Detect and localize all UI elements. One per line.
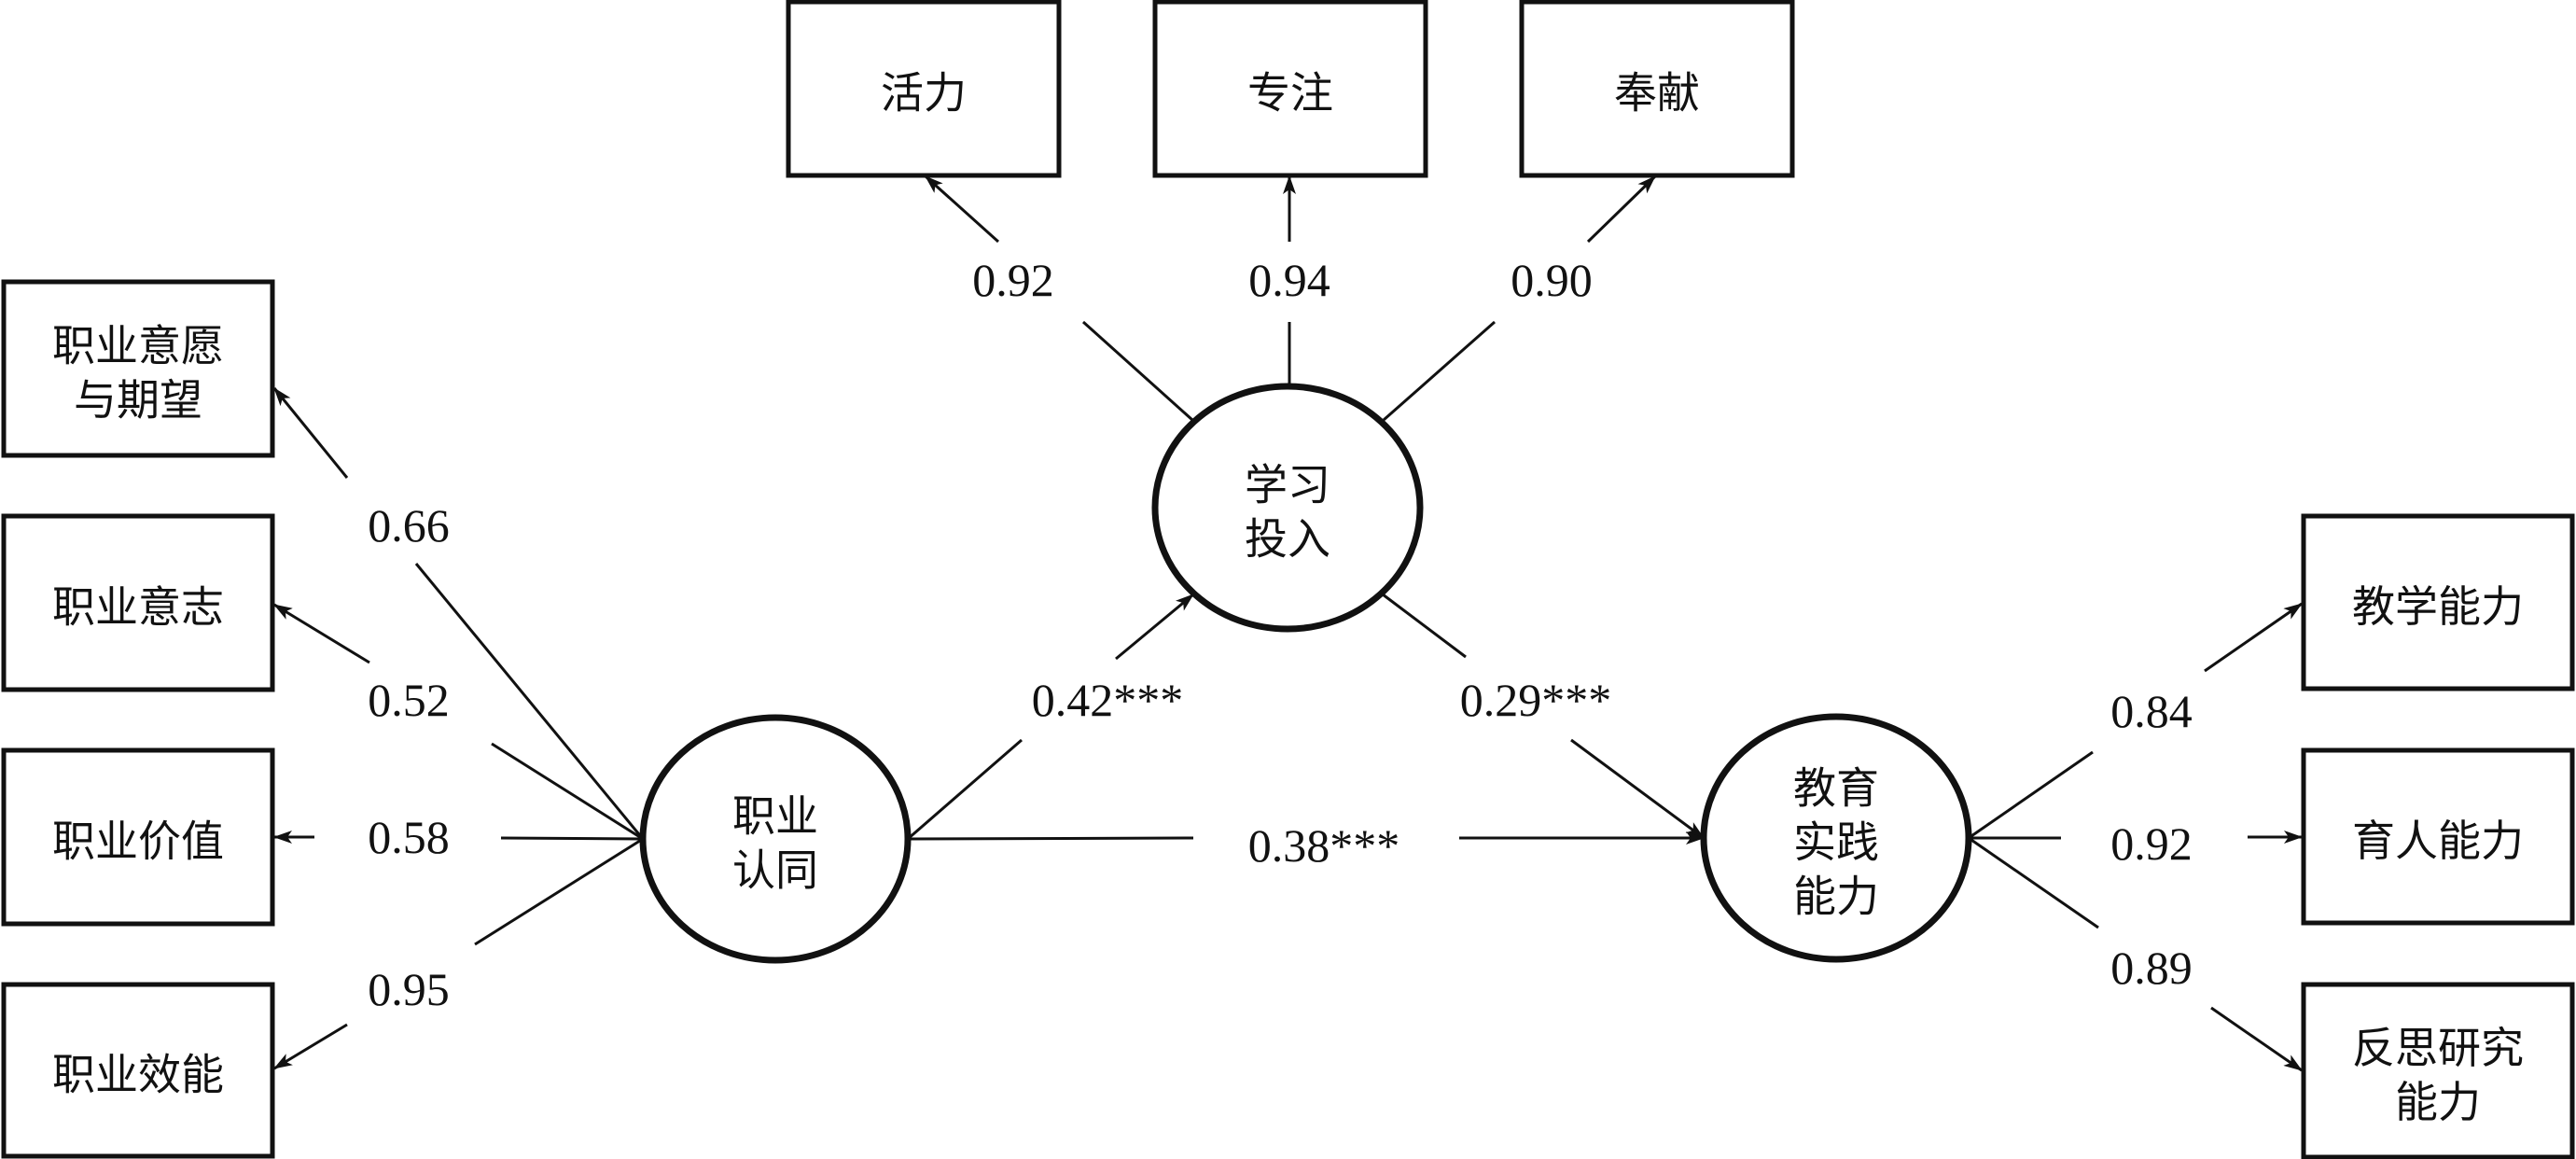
loading-label-0-84: 0.84	[2110, 685, 2193, 737]
loading-label-0-94: 0.94	[1248, 254, 1330, 306]
loading-arrow-0-84	[2204, 602, 2303, 673]
indicator-box-professional-identity-2-label-line: 职业意志	[52, 581, 224, 632]
latent-learning-engagement: 学习投入	[1151, 383, 1424, 633]
loading-label-0-92-vigor: 0.92	[972, 254, 1054, 306]
indicator-box-teaching-practice-2-border	[2301, 747, 2575, 926]
latent-professional-identity-label-line: 职业	[732, 790, 818, 841]
latent-professional-identity-ellipse	[639, 714, 912, 964]
path-arrow-engagement-practice	[1570, 738, 1705, 840]
loading-label-0-52: 0.52	[368, 674, 450, 726]
loading-label-0-95: 0.95	[368, 963, 450, 1015]
indicator-box-professional-identity-1-label: 职业意愿与期望	[52, 320, 224, 425]
path-line-identity-practice	[907, 836, 1194, 841]
loading-label-0-89: 0.89	[2110, 942, 2193, 994]
indicator-box-professional-identity-2-label: 职业意志	[52, 581, 224, 632]
indicator-box-professional-identity-3-border	[1, 747, 275, 927]
latent-learning-engagement-label-line: 投入	[1245, 513, 1330, 564]
latent-learning-engagement-ellipse	[1151, 383, 1424, 633]
loading-arrow-0-89	[2210, 1006, 2303, 1072]
loading-line-0-89	[1968, 836, 2099, 929]
indicator-box-professional-identity-1-border	[1, 279, 275, 458]
path-line-identity-engagement	[907, 738, 1023, 841]
indicator-box-teaching-practice-3-border	[2301, 982, 2575, 1159]
indicator-box-professional-identity-1-label-line: 职业意愿	[52, 320, 224, 370]
path-coefficient-0-42: 0.42***	[1032, 674, 1184, 726]
indicator-box-teaching-practice-3-label: 反思研究能力	[2352, 1023, 2524, 1127]
indicator-box-teaching-practice-1: 教学能力	[2301, 513, 2575, 691]
indicator-box-learning-engagement-3-border	[1519, 0, 1795, 178]
indicator-box-learning-engagement-3-label-line: 奉献	[1614, 67, 1700, 118]
indicator-box-learning-engagement-2-border	[1152, 0, 1428, 178]
path-line-engagement-practice	[1382, 593, 1467, 659]
indicator-box-learning-engagement-2: 专注	[1152, 0, 1428, 178]
latent-learning-engagement-label-line: 学习	[1245, 459, 1330, 510]
indicator-box-learning-engagement-1-border	[786, 0, 1062, 178]
indicator-box-professional-identity-3-label-line: 职业价值	[52, 816, 224, 866]
indicator-box-professional-identity-4-label: 职业效能	[52, 1049, 224, 1099]
loading-arrow-0-95	[273, 1023, 348, 1070]
latent-professional-identity: 职业认同	[639, 714, 912, 964]
latent-teaching-practice-ability-ellipse	[1700, 713, 1972, 963]
path-coefficient-0-29: 0.29***	[1460, 674, 1612, 726]
path-coefficient-0-38: 0.38***	[1248, 819, 1400, 872]
latent-teaching-practice-ability-label-line: 实践	[1793, 817, 1879, 867]
loading-line-0-84	[1968, 750, 2094, 840]
latent-teaching-practice-ability-label-line: 教育	[1793, 762, 1879, 813]
indicator-box-teaching-practice-3: 反思研究能力	[2301, 982, 2575, 1159]
indicator-box-teaching-practice-1-label: 教学能力	[2352, 581, 2524, 632]
loading-line-0-95	[474, 837, 644, 946]
indicator-box-professional-identity-3: 职业价值	[1, 747, 275, 927]
loading-line-0-92-vigor	[1081, 320, 1194, 422]
indicator-box-professional-identity-2-border	[1, 513, 275, 692]
loading-label-0-66: 0.66	[368, 499, 450, 552]
coefficient-labels: 0.66 0.52 0.58 0.95 0.92 0.94 0.90 0.84 0.92 0.89…	[368, 254, 2193, 1015]
latent-teaching-practice-ability: 教育实践能力	[1700, 713, 1972, 963]
indicator-box-professional-identity-1: 职业意愿与期望	[1, 279, 275, 458]
loading-line-0-52	[491, 742, 644, 841]
indicator-box-teaching-practice-3-label-line: 反思研究	[2352, 1023, 2524, 1073]
indicator-box-teaching-practice-1-label-line: 教学能力	[2352, 581, 2524, 632]
latent-learning-engagement-label: 学习投入	[1245, 459, 1330, 564]
loading-arrow-0-92-vigor	[924, 175, 1000, 244]
loading-line-0-90	[1383, 320, 1496, 422]
loading-line-0-66	[414, 563, 645, 840]
indicator-box-teaching-practice-2-label: 育人能力	[2352, 816, 2524, 866]
indicator-box-professional-identity-3-label: 职业价值	[52, 816, 224, 866]
indicator-box-professional-identity-4-label-line: 职业效能	[52, 1049, 224, 1099]
latent-professional-identity-label: 职业认同	[732, 790, 818, 895]
indicator-box-teaching-practice-1-border	[2301, 513, 2575, 691]
latent-teaching-practice-ability-label: 教育实践能力	[1793, 762, 1879, 921]
indicator-box-professional-identity-2: 职业意志	[1, 513, 275, 692]
indicator-box-learning-engagement-3-label: 奉献	[1614, 67, 1700, 118]
connector-lines	[272, 175, 2303, 1072]
indicator-box-teaching-practice-3-label-line: 能力	[2395, 1077, 2481, 1127]
indicator-box-teaching-practice-2-label-line: 育人能力	[2352, 816, 2524, 866]
indicator-box-learning-engagement-1-label: 活力	[881, 67, 967, 118]
latent-teaching-practice-ability-label-line: 能力	[1793, 871, 1879, 921]
indicator-box-professional-identity-4-border	[1, 982, 275, 1159]
loading-label-0-92-education: 0.92	[2110, 817, 2193, 870]
loading-line-0-58	[500, 836, 644, 841]
indicator-box-teaching-practice-2: 育人能力	[2301, 747, 2575, 926]
loading-arrow-0-90	[1586, 175, 1657, 244]
loading-label-0-90: 0.90	[1511, 254, 1593, 306]
loading-arrow-0-52	[273, 603, 370, 664]
latent-professional-identity-label-line: 认同	[732, 845, 818, 895]
loading-label-0-58: 0.58	[368, 811, 450, 863]
indicator-box-learning-engagement-2-label-line: 专注	[1247, 67, 1333, 118]
path-arrow-identity-engagement	[1115, 593, 1194, 661]
indicator-box-learning-engagement-1: 活力	[786, 0, 1062, 178]
indicator-box-learning-engagement-3: 奉献	[1519, 0, 1795, 178]
indicator-box-professional-identity-4: 职业效能	[1, 982, 275, 1159]
indicator-box-professional-identity-1-label-line: 与期望	[74, 374, 202, 425]
indicator-box-learning-engagement-1-label-line: 活力	[881, 67, 967, 118]
indicator-box-learning-engagement-2-label: 专注	[1247, 67, 1333, 118]
loading-arrow-0-66	[272, 387, 349, 479]
